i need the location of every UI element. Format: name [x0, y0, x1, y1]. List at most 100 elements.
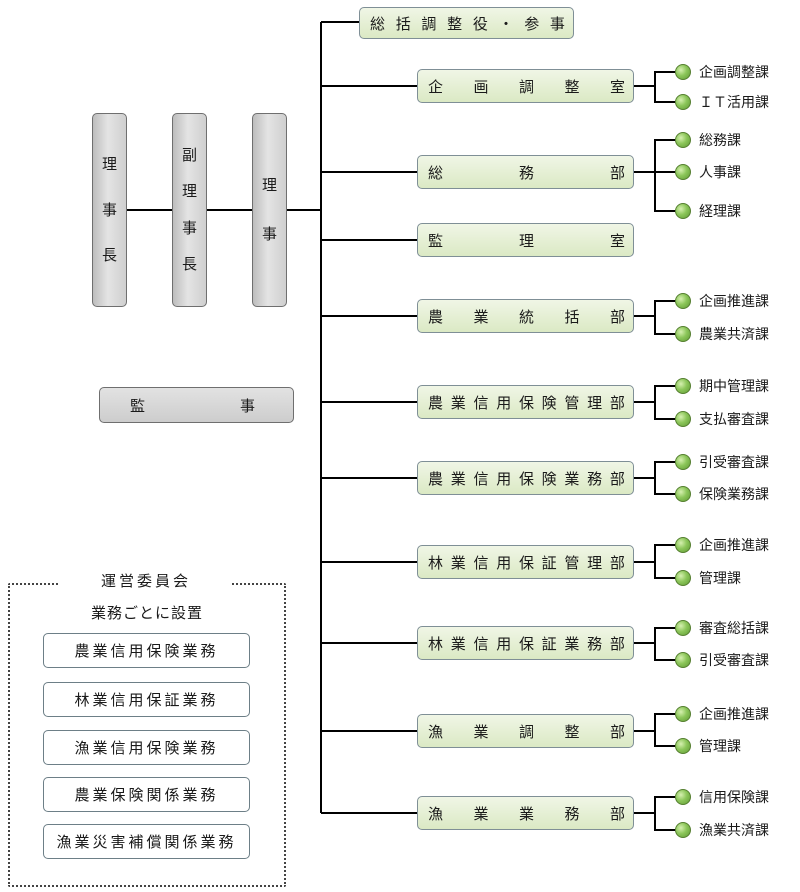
dept-char: 業 — [518, 804, 534, 823]
dept-char: 監 — [428, 231, 444, 250]
dept-char: 用 — [496, 553, 512, 572]
dept-char: 務 — [587, 634, 603, 653]
dept-char: 室 — [609, 77, 625, 96]
dept-char: 室 — [609, 231, 625, 250]
dept-char: 農 — [428, 469, 444, 488]
section-label: 支払審査課 — [699, 412, 769, 428]
section-label: 漁業共済課 — [699, 823, 769, 839]
committee-item: 農業信用保険業務 — [43, 633, 250, 668]
section-label: 農業共済課 — [699, 327, 769, 343]
section-personnel: 人事課 — [675, 161, 741, 183]
bullet-dot-icon — [675, 378, 691, 394]
bullet-dot-icon — [675, 789, 691, 805]
dept-char: 企 — [428, 77, 444, 96]
section-label: 期中管理課 — [699, 379, 769, 395]
section-fishery-mutual-aid: 漁業共済課 — [675, 819, 769, 841]
dept-char: 漁 — [428, 804, 444, 823]
dept-char: 括 — [564, 307, 580, 326]
bullet-dot-icon — [675, 570, 691, 586]
bullet-dot-icon — [675, 94, 691, 110]
auditor-char: 監 — [130, 396, 146, 415]
section-label: 総務課 — [699, 133, 741, 149]
section-label: 審査総括課 — [699, 621, 769, 637]
dept-char: 理 — [587, 393, 603, 412]
dept-char: 信 — [473, 469, 489, 488]
vice-chair-box: 副 理 事 長 — [172, 113, 207, 307]
dept-char: 用 — [496, 469, 512, 488]
dept-char: 整 — [564, 722, 580, 741]
dept-char: 証 — [541, 634, 557, 653]
dept-char: 理 — [587, 553, 603, 572]
dept-char: 業 — [450, 393, 466, 412]
dept-char: 調 — [518, 722, 534, 741]
dept-char: 役 — [472, 14, 488, 33]
bullet-dot-icon — [675, 164, 691, 180]
section-payment-review: 支払審査課 — [675, 408, 769, 430]
dept-char: 調 — [421, 14, 437, 33]
section-management: 管理課 — [675, 567, 741, 589]
dept-char: 事 — [549, 14, 565, 33]
dept-char: 信 — [473, 553, 489, 572]
dept-char: 保 — [518, 393, 534, 412]
dept-char: 業 — [450, 469, 466, 488]
bullet-dot-icon — [675, 411, 691, 427]
committee-item: 林業信用保証業務 — [43, 682, 250, 717]
dept-general-affairs: 総 務 部 — [417, 155, 634, 189]
dept-char: 農 — [428, 307, 444, 326]
section-label: 保険業務課 — [699, 487, 769, 503]
bullet-dot-icon — [675, 64, 691, 80]
dept-char: 林 — [428, 634, 444, 653]
dept-char: 業 — [473, 804, 489, 823]
dept-char: 総 — [428, 163, 444, 182]
dept-planning-office: 企 画 調 整 室 — [417, 69, 634, 103]
committee-item: 漁業災害補償関係業務 — [43, 824, 250, 859]
bullet-dot-icon — [675, 454, 691, 470]
section-label: 企画推進課 — [699, 707, 769, 723]
dept-char: 信 — [473, 393, 489, 412]
section-planning-promotion: 企画推進課 — [675, 534, 769, 556]
dept-char: 画 — [473, 77, 489, 96]
director-box: 理 事 — [252, 113, 287, 307]
dept-char: 証 — [541, 553, 557, 572]
dept-agri-credit-insurance-ops: 農 業 信 用 保 険 業 務 部 — [417, 461, 634, 495]
dept-char: 部 — [609, 553, 625, 572]
section-planning-coordination: 企画調整課 — [675, 61, 769, 83]
bullet-dot-icon — [675, 652, 691, 668]
dept-char: 務 — [587, 469, 603, 488]
section-label: 企画推進課 — [699, 294, 769, 310]
dept-char: 業 — [473, 722, 489, 741]
vice-chair-char: 副 — [181, 145, 197, 164]
dept-char: 保 — [518, 469, 534, 488]
dept-char: ・ — [498, 14, 514, 33]
chair-box: 理 事 長 — [92, 113, 127, 307]
section-review-general: 審査総括課 — [675, 617, 769, 639]
dept-char: 業 — [564, 469, 580, 488]
dept-char: 信 — [473, 634, 489, 653]
director-char: 理 — [261, 176, 277, 194]
section-label: 引受審査課 — [699, 455, 769, 471]
section-label: 企画推進課 — [699, 538, 769, 554]
section-agri-mutual-aid: 農業共済課 — [675, 323, 769, 345]
dept-char: 農 — [428, 393, 444, 412]
dept-char: 部 — [609, 722, 625, 741]
dept-char: 部 — [609, 163, 625, 182]
auditor-box: 監 事 — [99, 387, 294, 423]
dept-general-coordinator: 総 括 調 整 役 ・ 参 事 — [359, 7, 574, 39]
dept-char: 用 — [496, 393, 512, 412]
section-planning-promotion: 企画推進課 — [675, 290, 769, 312]
dept-forestry-credit-guarantee-mgmt: 林 業 信 用 保 証 管 理 部 — [417, 545, 634, 579]
bullet-dot-icon — [675, 293, 691, 309]
section-label: 引受審査課 — [699, 653, 769, 669]
director-char: 事 — [261, 225, 277, 243]
dept-char: 部 — [609, 469, 625, 488]
dept-char: 業 — [450, 634, 466, 653]
dept-audit-office: 監 理 室 — [417, 223, 634, 257]
dept-agri-credit-insurance-mgmt: 農 業 信 用 保 険 管 理 部 — [417, 385, 634, 419]
bullet-dot-icon — [675, 326, 691, 342]
dept-char: 漁 — [428, 722, 444, 741]
dept-char: 統 — [518, 307, 534, 326]
dept-char: 業 — [450, 553, 466, 572]
dept-agri-general: 農 業 統 括 部 — [417, 299, 634, 333]
dept-char: 部 — [609, 393, 625, 412]
